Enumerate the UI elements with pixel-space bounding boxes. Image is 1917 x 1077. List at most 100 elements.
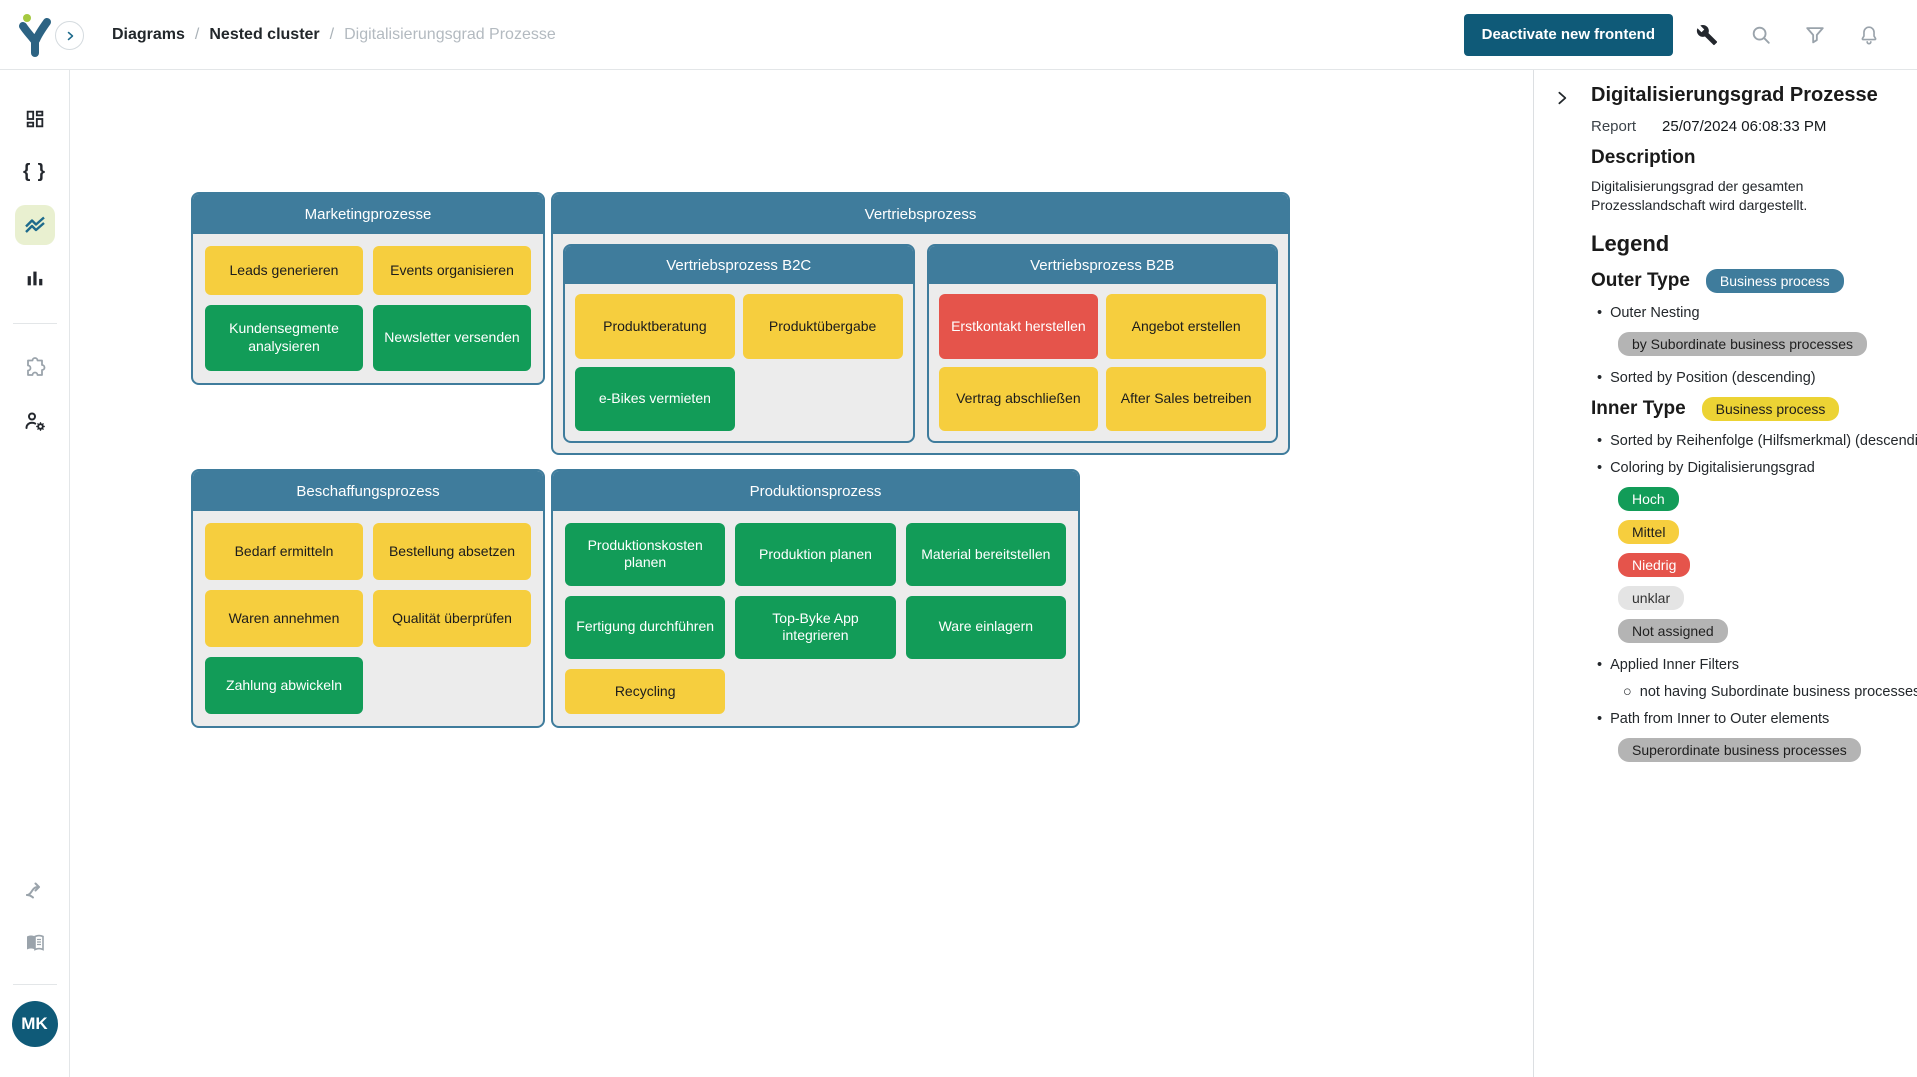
bullet-marker: • (1597, 432, 1603, 449)
breadcrumb-separator: / (329, 25, 335, 43)
process-card[interactable]: Fertigung durchführen (565, 595, 726, 659)
bullet-text: Sorted by Reihenfolge (Hilfsmerkmal) (de… (1610, 432, 1917, 449)
cluster-vertriebsprozess-b2b: Vertriebsprozess B2B Erstkontakt herstel… (926, 244, 1278, 443)
left-sidebar: { } (0, 70, 69, 1077)
process-card[interactable]: Zahlung abwickeln (205, 657, 363, 714)
nesting-badge: by Subordinate business processes (1618, 331, 1868, 356)
sidebar-item-documentation[interactable] (15, 923, 55, 963)
process-card[interactable]: Bestellung absetzen (373, 523, 531, 580)
process-card[interactable]: Bedarf ermitteln (205, 523, 363, 580)
curly-braces-icon: { } (22, 161, 47, 182)
legend-badge-niedrig: Niedrig (1618, 552, 1691, 577)
bell-icon (1861, 25, 1877, 45)
legend-badge-not-assigned: Not assigned (1618, 618, 1728, 643)
topbar-actions: Deactivate new frontend (1463, 13, 1917, 56)
admin-tools-button[interactable] (1687, 15, 1727, 55)
description-heading: Description (1591, 147, 1696, 168)
sidebar-item-code[interactable]: { } (15, 152, 55, 192)
panel-title: Digitalisierungsgrad Prozesse (1591, 84, 1878, 106)
process-card[interactable]: Recycling (565, 668, 726, 714)
legend-subbullet-inner-filter: ○ not having Subordinate business proces… (1623, 684, 1917, 700)
cluster-beschaffungsprozess: Beschaffungsprozess Bedarf ermitteln Bes… (191, 469, 545, 728)
cluster-body: Leads generieren Events organisieren Kun… (193, 234, 543, 383)
cluster-header[interactable]: Produktionsprozess (553, 471, 1078, 511)
logo-y-icon (19, 13, 51, 57)
inner-type-label: Inner Type (1591, 397, 1686, 419)
sidebar-item-diagrams-active[interactable] (14, 205, 55, 245)
cluster-body: Produktionskosten planen Produktion plan… (553, 511, 1078, 726)
legend-badge-hoch: Hoch (1618, 486, 1679, 511)
sidebar-item-plugins[interactable] (15, 348, 55, 388)
bullet-text: Path from Inner to Outer elements (1610, 710, 1830, 727)
process-card[interactable]: Vertrag abschließen (938, 366, 1099, 431)
bullet-marker: • (1597, 656, 1603, 673)
sidebar-item-dashboard[interactable] (15, 99, 55, 139)
user-avatar[interactable]: MK (11, 1001, 58, 1047)
deactivate-new-frontend-button[interactable]: Deactivate new frontend (1463, 13, 1673, 56)
legend-bullet-coloring: • Coloring by Digitalisierungsgrad (1597, 460, 1899, 476)
bullet-text: Sorted by Position (descending) (1610, 369, 1816, 386)
breadcrumb-separator: / (194, 25, 200, 43)
diagram-canvas[interactable]: Marketingprozesse Leads generieren Event… (70, 70, 1532, 1077)
breadcrumb-nested-cluster[interactable]: Nested cluster (209, 25, 320, 43)
cluster-produktionsprozess: Produktionsprozess Produktionskosten pla… (551, 469, 1080, 728)
process-card[interactable]: e-Bikes vermieten (575, 366, 735, 431)
process-card[interactable]: Produktberatung (575, 294, 735, 359)
sidebar-item-reports[interactable] (15, 258, 55, 298)
cluster-header[interactable]: Vertriebsprozess (553, 194, 1288, 234)
search-button[interactable] (1741, 15, 1781, 55)
bullet-text: Outer Nesting (1610, 304, 1700, 321)
sidebar-divider-line (69, 0, 70, 1077)
breadcrumb-diagrams[interactable]: Diagrams (112, 25, 185, 43)
process-card[interactable]: Kundensegmente analysieren (205, 304, 363, 371)
filter-funnel-icon (1806, 26, 1824, 43)
legend-badge-mittel: Mittel (1618, 519, 1680, 544)
nesting-pill-row: by Subordinate business processes (1618, 331, 1899, 356)
process-card[interactable]: Waren annehmen (205, 590, 363, 647)
bullet-text: not having Subordinate business processe… (1639, 683, 1917, 700)
breadcrumb-current-page: Digitalisierungsgrad Prozesse (344, 25, 556, 43)
process-card[interactable]: Events organisieren (373, 246, 531, 295)
process-card[interactable]: Angebot erstellen (1106, 294, 1266, 359)
process-card[interactable]: Produktionskosten planen (565, 523, 726, 586)
filter-button[interactable] (1795, 15, 1835, 55)
process-card[interactable]: After Sales betreiben (1106, 366, 1266, 431)
sidebar-expand-button[interactable] (55, 21, 84, 50)
chevron-right-icon (1558, 91, 1567, 105)
dashboard-grid-icon (26, 110, 43, 128)
panel-collapse-button[interactable] (1550, 86, 1574, 110)
chevron-right-icon (67, 31, 73, 40)
cluster-body: Erstkontakt herstellen Angebot erstellen… (929, 284, 1277, 441)
app-logo[interactable] (0, 11, 70, 59)
process-card[interactable]: Qualität überprüfen (373, 590, 531, 647)
process-card[interactable]: Material bereitstellen (905, 523, 1066, 586)
bullet-text: Applied Inner Filters (1610, 656, 1740, 673)
cluster-header[interactable]: Vertriebsprozess B2C (565, 246, 913, 284)
process-card[interactable]: Produktion planen (735, 523, 896, 586)
legend-bullet-outer-nesting: • Outer Nesting (1597, 305, 1899, 321)
search-icon (1752, 26, 1770, 44)
cluster-header[interactable]: Vertriebsprozess B2B (928, 246, 1276, 284)
path-badge: Superordinate business processes (1618, 737, 1861, 762)
cluster-header[interactable]: Beschaffungsprozess (193, 471, 543, 511)
process-card[interactable]: Erstkontakt herstellen (938, 294, 1099, 359)
process-card[interactable]: Top-Byke App integrieren (735, 595, 896, 659)
sidebar-item-user-management[interactable] (15, 401, 55, 441)
legend-bullet-sorted-position: • Sorted by Position (descending) (1597, 370, 1899, 386)
process-card[interactable]: Newsletter versenden (373, 304, 531, 371)
notifications-button[interactable] (1849, 15, 1889, 55)
legend-bullet-sorted-reihenfolge: • Sorted by Reihenfolge (Hilfsmerkmal) (… (1597, 432, 1917, 449)
process-card[interactable]: Produktübergabe (742, 294, 903, 359)
details-panel: Digitalisierungsgrad Prozesse Report 25/… (1533, 70, 1917, 1077)
sidebar-item-release-flow[interactable] (15, 870, 55, 910)
cluster-header[interactable]: Marketingprozesse (193, 194, 543, 234)
inner-type-badge: Business process (1701, 396, 1840, 421)
outer-type-label: Outer Type (1591, 269, 1690, 291)
cluster-body: Produktberatung Produktübergabe e-Bikes … (565, 284, 913, 441)
process-card[interactable]: Ware einlagern (905, 595, 1066, 659)
process-card[interactable]: Leads generieren (205, 246, 363, 295)
wrench-icon (1696, 24, 1718, 45)
user-settings-icon (25, 412, 45, 431)
report-row: Report 25/07/2024 06:08:33 PM (1591, 118, 1899, 135)
sidebar-section-divider (12, 323, 57, 324)
